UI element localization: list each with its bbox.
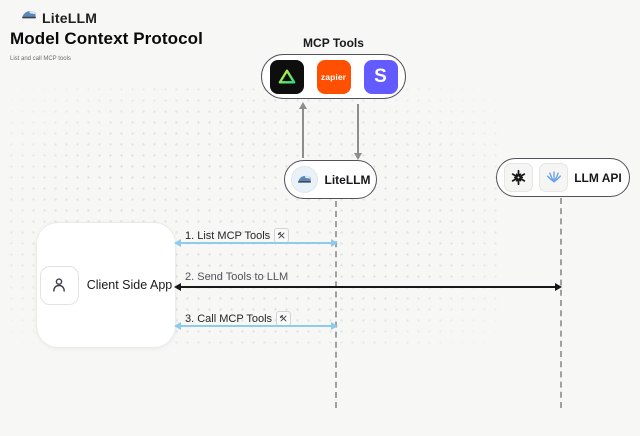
litellm-train-icon [21, 7, 37, 28]
litellm-lifeline [335, 201, 337, 408]
message-1-text: 1. List MCP Tools [185, 229, 271, 242]
tools-icon [276, 311, 292, 326]
page-subtitle: List and call MCP tools [10, 56, 71, 62]
message-2-text: 2. Send Tools to LLM [185, 271, 289, 283]
mcp-tools-box: zapier S [261, 54, 406, 99]
openai-icon [504, 163, 534, 192]
message-3-label: 3. Call MCP Tools [185, 311, 292, 326]
litellm-node-label: LiteLLM [324, 172, 371, 187]
green-triangle-app-icon [269, 59, 304, 94]
arrow-down-head [353, 153, 362, 160]
brand-name: LiteLLM [42, 9, 98, 26]
client-side-app-label: Client Side App [86, 278, 173, 292]
person-icon [39, 265, 79, 305]
llm-api-node: LLM API [496, 158, 630, 197]
mcp-tools-label: MCP Tools [303, 36, 364, 50]
stripe-icon: S [363, 59, 398, 94]
message-1-arrow [174, 239, 338, 247]
message-1-label: 1. List MCP Tools [185, 228, 290, 243]
page-title: Model Context Protocol [10, 29, 203, 48]
litellm-train-icon [290, 166, 318, 193]
client-side-app-node: Client Side App [36, 222, 176, 348]
zapier-wordmark: zapier [320, 71, 347, 82]
litellm-to-mcp-arrow-line [302, 108, 304, 158]
message-2-label: 2. Send Tools to LLM [185, 271, 288, 283]
message-3-arrow [174, 322, 338, 330]
stripe-letter: S [374, 66, 387, 87]
tools-icon [274, 228, 290, 243]
zapier-icon: zapier [316, 59, 351, 94]
arrow-up-head [298, 102, 307, 109]
litellm-node: LiteLLM [284, 160, 377, 199]
mcp-to-litellm-arrow-line [357, 104, 359, 154]
llm-provider-fan-icon [539, 163, 569, 192]
llm-api-node-label: LLM API [574, 170, 622, 185]
llm-api-lifeline [560, 198, 562, 408]
brand: LiteLLM [21, 7, 97, 28]
message-2-arrow [174, 283, 562, 291]
message-3-text: 3. Call MCP Tools [185, 312, 273, 325]
